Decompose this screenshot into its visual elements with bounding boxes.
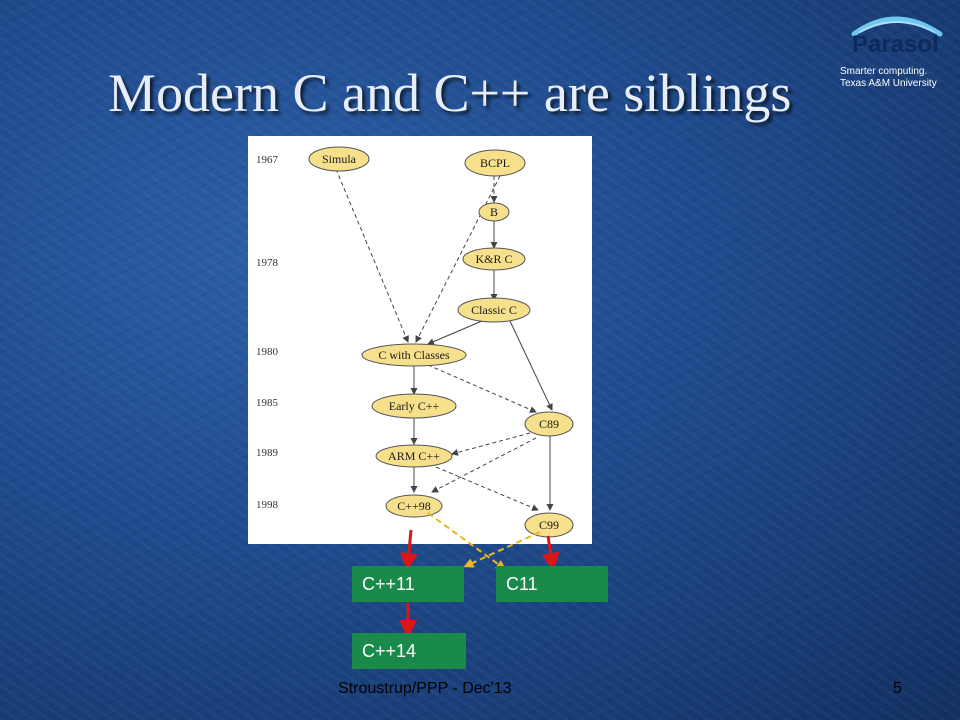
language-family-tree: 1967 1978 1980 1985 1989 1998	[256, 146, 574, 538]
node-krc	[462, 247, 526, 271]
yellow-arrow-c99-cpp11	[463, 531, 541, 568]
node-label-c-with-classes: C with Classes	[378, 348, 450, 362]
node-c-with-classes	[361, 343, 467, 367]
year-1998: 1998	[256, 499, 279, 511]
node-c89	[524, 411, 574, 437]
edge-arm-c99	[435, 466, 539, 511]
node-early-cpp	[371, 393, 457, 419]
red-arrow-cpp98-cpp11	[399, 529, 418, 571]
red-arrow-c99-c11	[541, 535, 560, 571]
logo-tagline: Smarter computing.	[840, 66, 928, 77]
edge-simula-cwc	[335, 168, 409, 343]
edge-bcpl-cwc	[415, 175, 501, 343]
node-label-simula: Simula	[322, 152, 357, 166]
edge-classic-cwc	[427, 320, 483, 345]
node-label-cpp98: C++98	[397, 499, 431, 513]
node-label-bcpl: BCPL	[480, 156, 510, 170]
node-label-c99: C99	[539, 518, 559, 532]
edge-cwc-c89	[427, 364, 537, 413]
standard-box-cpp14: C++14	[352, 633, 466, 669]
node-label-arm-cpp: ARM C++	[388, 449, 440, 463]
standard-box-cpp11: C++11	[352, 566, 464, 602]
year-1967: 1967	[256, 154, 279, 166]
node-bcpl	[464, 149, 526, 177]
node-label-krc: K&R C	[475, 252, 512, 266]
edge-classic-c89	[509, 320, 553, 411]
yellow-arrow-cpp98-c11	[427, 512, 507, 570]
slide-title: Modern C and C++ are siblings	[108, 63, 792, 123]
node-label-early-cpp: Early C++	[389, 399, 440, 413]
node-cpp98	[385, 494, 443, 518]
node-simula	[308, 146, 370, 172]
year-1978: 1978	[256, 257, 279, 269]
slide-footer: Stroustrup/PPP - Dec'13	[338, 680, 512, 697]
year-1985: 1985	[256, 397, 279, 409]
standard-box-c11: C11	[496, 566, 608, 602]
node-b	[478, 202, 510, 222]
node-label-classic-c: Classic C	[471, 303, 517, 317]
year-1989: 1989	[256, 447, 279, 459]
year-1980: 1980	[256, 346, 279, 358]
edge-c89-cpp98	[431, 437, 537, 493]
node-classic-c	[457, 297, 531, 323]
logo-institution: Texas A&M University	[840, 78, 937, 89]
page-number: 5	[893, 680, 902, 697]
logo-name: Parasol	[852, 31, 939, 58]
node-label-b: B	[490, 205, 498, 219]
node-arm-cpp	[375, 444, 453, 468]
logo-arc-icon	[851, 16, 943, 37]
parasol-logo	[851, 16, 943, 37]
node-label-c89: C89	[539, 417, 559, 431]
